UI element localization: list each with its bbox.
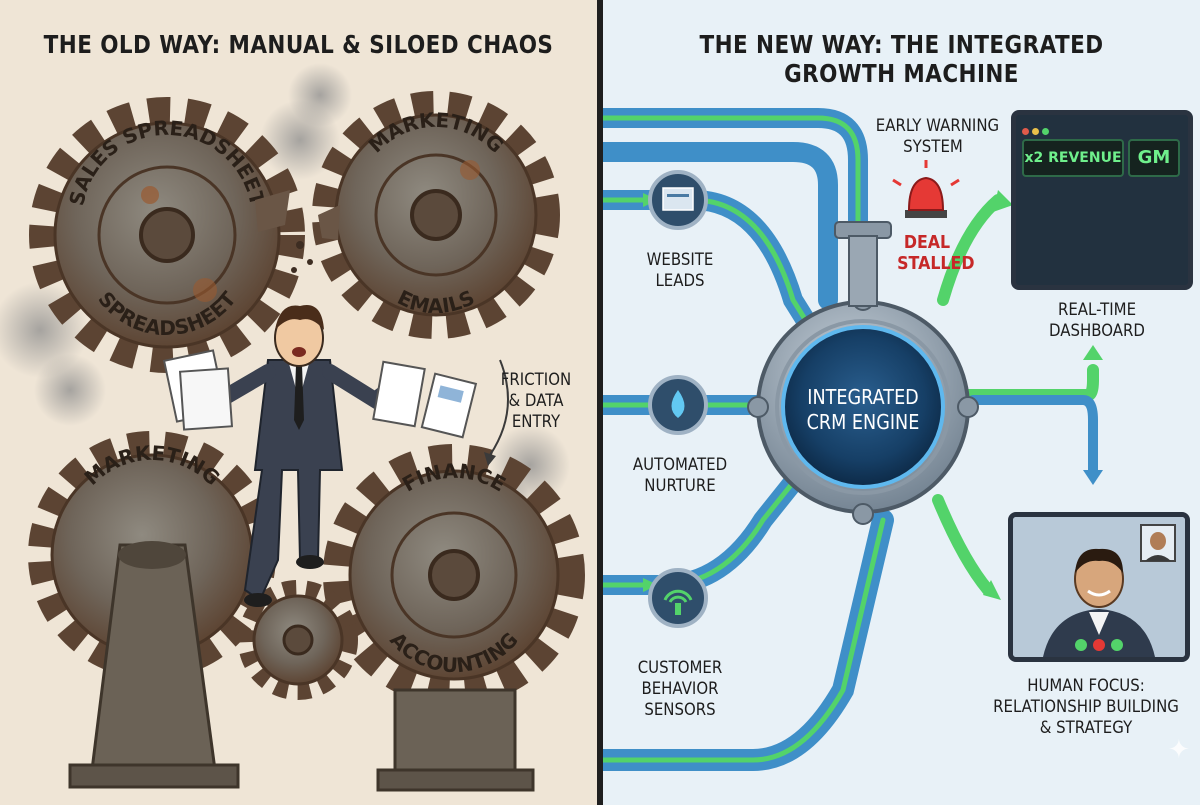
website-leads-line-2: LEADS [655,271,705,291]
human-focus-label: HUMAN FOCUS: RELATIONSHIP BUILDING & STR… [989,676,1183,739]
crm-engine-label: INTEGRATED CRM ENGINE [801,385,924,435]
deal-stalled-line-1: DEAL [903,232,951,253]
consultant-avatar [1013,517,1185,657]
window-dot-green [1042,128,1049,135]
video-call-screen [1008,512,1190,662]
dashboard-label-line-2: DASHBOARD [1049,321,1145,341]
gear-marketing-emails: MARKETING EMAILS [312,91,560,339]
realtime-dashboard-screen: x2 REVENUE GM [1011,110,1193,290]
gear-finance-accounting: FINANCE ACCOUNTING [323,444,585,792]
new-way-title: THE NEW WAY: THE INTEGRATED GROWTH MACHI… [699,30,1104,88]
friction-line-2: & DATA [508,391,564,411]
automated-nurture-line-1: AUTOMATED [632,455,728,475]
behavior-sensors-line-1: CUSTOMER [637,658,723,678]
crm-engine-line-1: INTEGRATED [807,385,919,409]
dashboard-label: REAL-TIME DASHBOARD [1039,300,1155,342]
website-leads-icon [648,170,708,230]
friction-line-3: ENTRY [511,412,561,432]
human-focus-line-2: RELATIONSHIP BUILDING [993,697,1179,717]
siren-icon [892,160,960,218]
early-warning-line-2: SYSTEM [903,137,963,157]
window-dot-red [1022,128,1029,135]
automated-nurture-label: AUTOMATED NURTURE [632,455,729,497]
friction-line-1: FRICTION [500,370,572,390]
sparkle-icon: ✦ [1168,735,1190,765]
dashboard-label-line-1: REAL-TIME [1057,300,1137,320]
human-focus-line-1: HUMAN FOCUS: [1027,676,1145,696]
deal-stalled-alert: DEAL STALLED [897,232,975,274]
gear-marketing-bottom: MARKETING [28,431,276,789]
behavior-sensors-line-2: BEHAVIOR [641,679,719,699]
old-way-panel: THE OLD WAY: MANUAL & SILOED CHAOS [0,0,597,805]
new-way-panel: THE NEW WAY: THE INTEGRATED GROWTH MACHI… [603,0,1200,805]
old-way-illustration: SALES SPREADSHEET SPREADSHEET MARKETING … [0,63,585,792]
broken-gear-fragments [255,190,340,273]
new-way-illustration [603,108,1175,771]
early-warning-label: EARLY WARNING SYSTEM [875,116,1000,158]
website-leads-label: WEBSITE LEADS [632,250,729,292]
friction-annotation: FRICTION & DATA ENTRY [492,370,580,433]
small-gear [238,580,358,700]
automated-nurture-icon [648,375,708,435]
crm-engine-line-2: CRM ENGINE [806,410,920,434]
behavior-sensors-line-3: SENSORS [644,700,716,720]
flow-arrows [643,190,1103,600]
window-controls [1022,120,1049,139]
gear-sales-spreadsheet: SALES SPREADSHEET SPREADSHEET [29,97,305,373]
flying-papers [162,349,478,439]
crm-engine [747,221,979,525]
gm-metric: GM [1128,139,1180,177]
friction-arrow-head [484,452,496,466]
behavior-sensors-label: CUSTOMER BEHAVIOR SENSORS [632,658,729,721]
early-warning-line-1: EARLY WARNING [875,116,1000,136]
deal-stalled-line-2: STALLED [897,253,975,274]
human-focus-line-3: & STRATEGY [1039,718,1133,738]
website-leads-line-1: WEBSITE [646,250,714,270]
friction-arrow [489,359,509,456]
panel-divider [597,0,603,805]
old-way-title: THE OLD WAY: MANUAL & SILOED CHAOS [43,30,554,59]
revenue-metric: x2 REVENUE [1022,139,1124,177]
behavior-sensors-icon [648,568,708,628]
window-dot-yellow [1032,128,1039,135]
automated-nurture-line-2: NURTURE [644,476,716,496]
